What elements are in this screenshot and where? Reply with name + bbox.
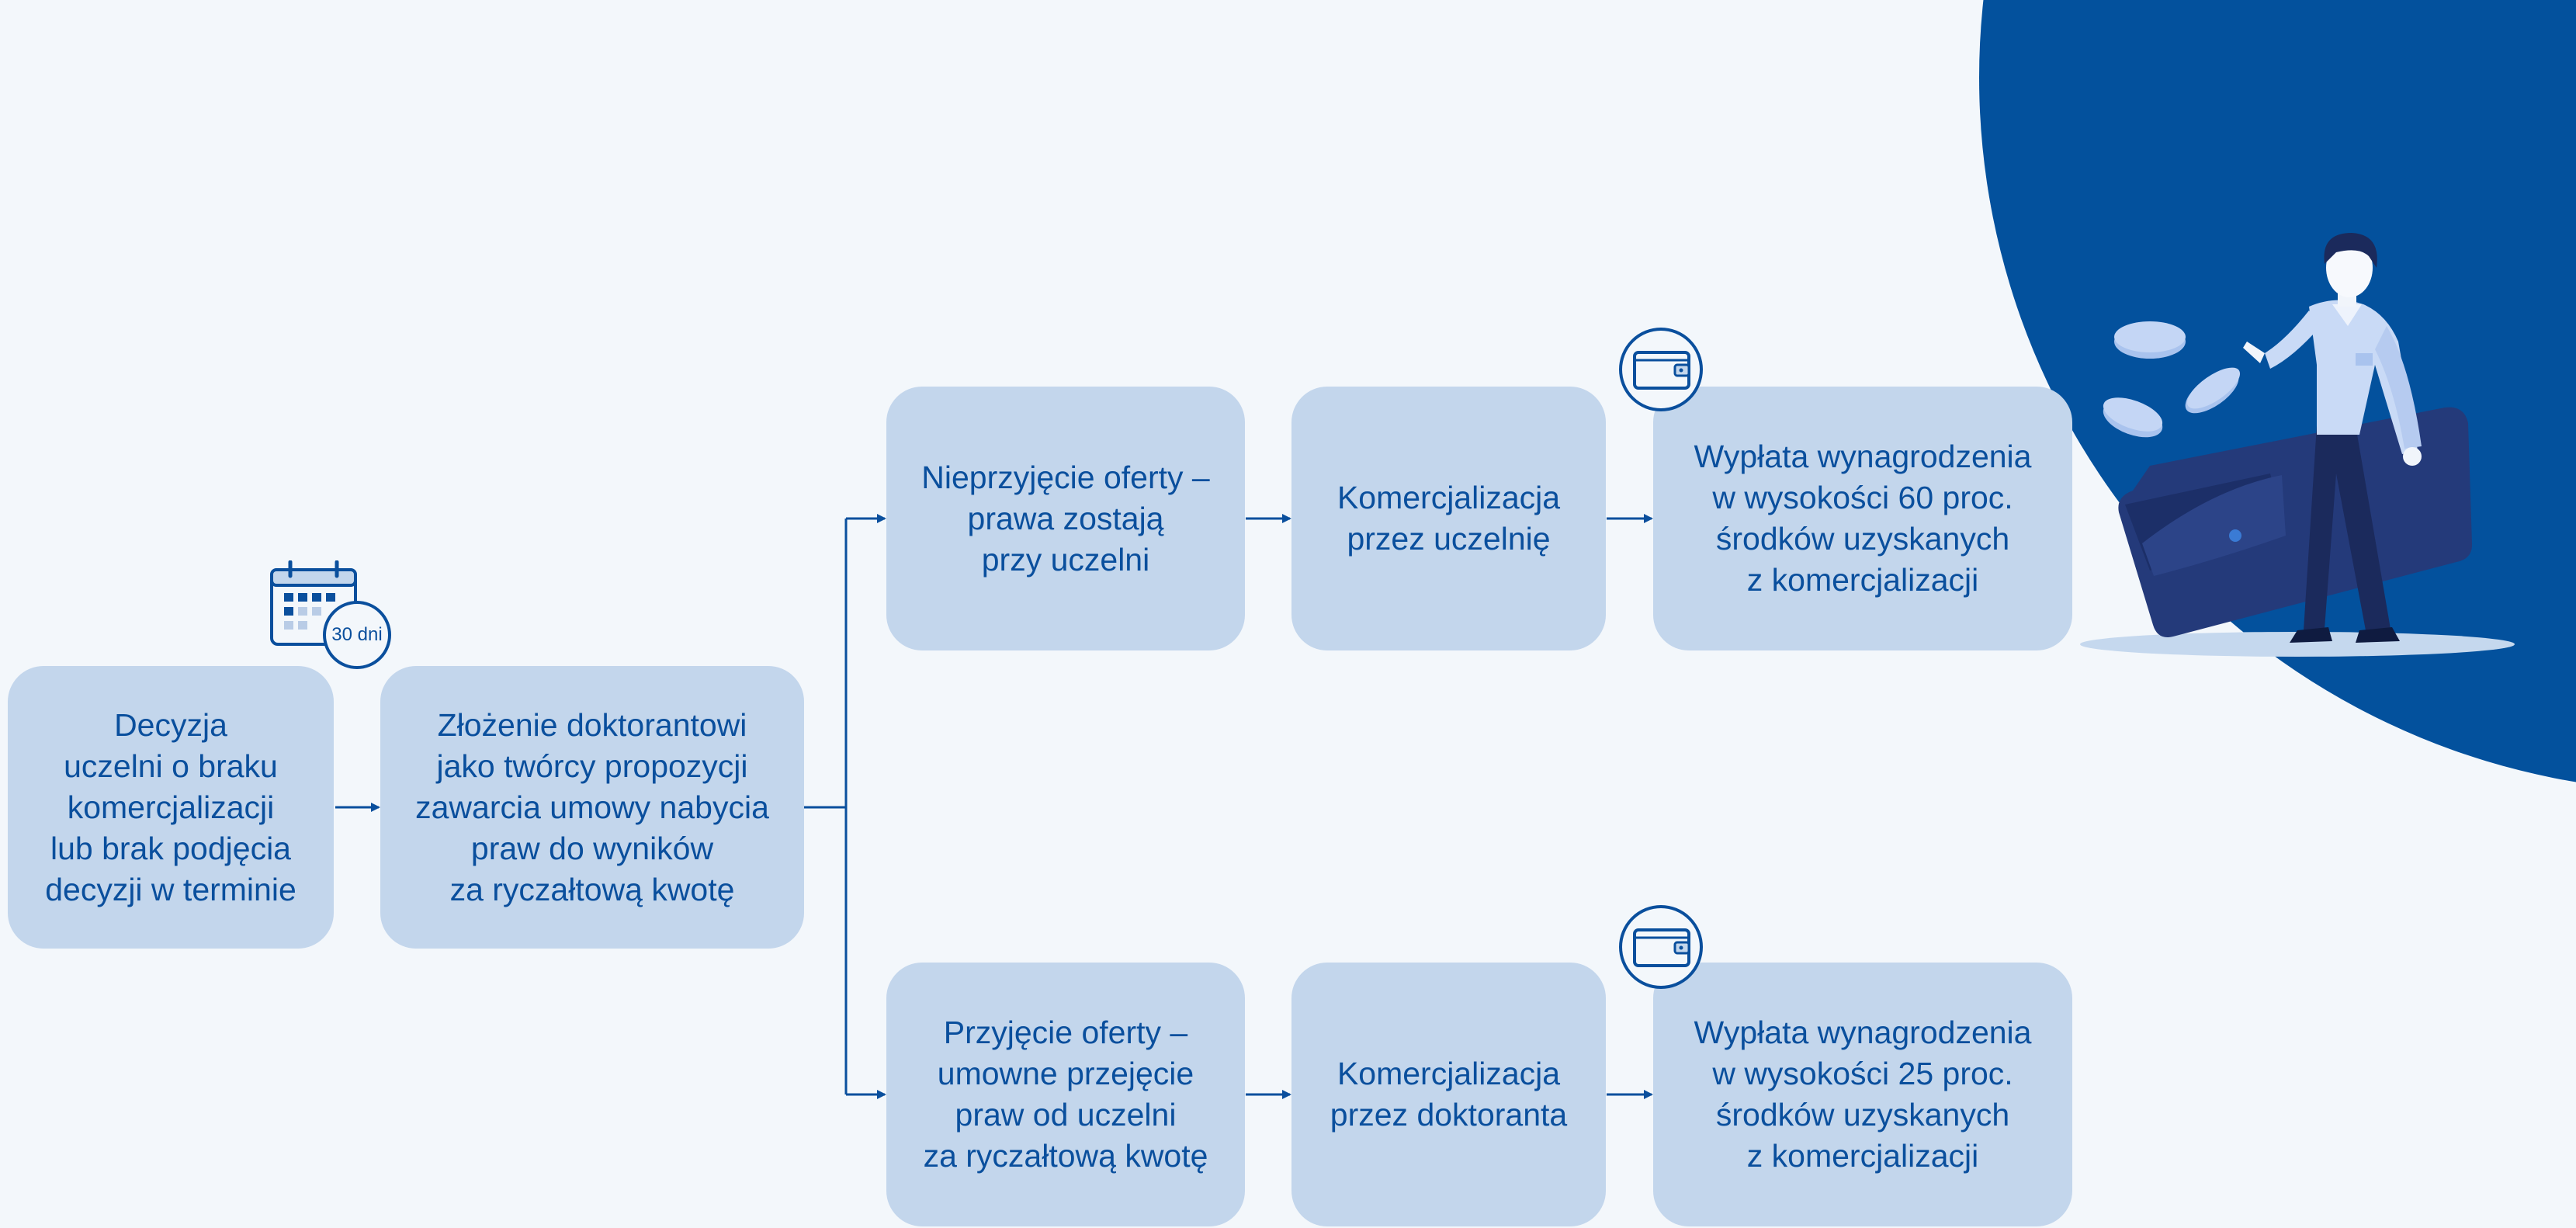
node-accept: Przyjęcie oferty – umowne przejęcie praw… xyxy=(886,963,1245,1226)
node-payout-60: Wypłata wynagrodzenia w wysokości 60 pro… xyxy=(1653,387,2072,650)
node-commercial-phd: Komercjalizacja przez doktoranta xyxy=(1291,963,1606,1226)
man-with-wallet-illustration xyxy=(2080,233,2515,657)
node-commercial-uni: Komercjalizacja przez uczelnię xyxy=(1291,387,1606,650)
node-offer: Złożenie doktorantowi jako twórcy propoz… xyxy=(380,666,804,949)
wallet-icon xyxy=(1617,326,1704,413)
node-payout-25: Wypłata wynagrodzenia w wysokości 25 pro… xyxy=(1653,963,2072,1226)
calendar-icon: 30 dni xyxy=(269,560,393,669)
accent-circle xyxy=(1979,0,2576,782)
node-decision: Decyzja uczelni o braku komercjalizacji … xyxy=(8,666,334,949)
wallet-icon xyxy=(1617,904,1704,990)
calendar-badge-label: 30 dni xyxy=(331,624,383,645)
node-reject: Nieprzyjęcie oferty – prawa zostają przy… xyxy=(886,387,1245,650)
